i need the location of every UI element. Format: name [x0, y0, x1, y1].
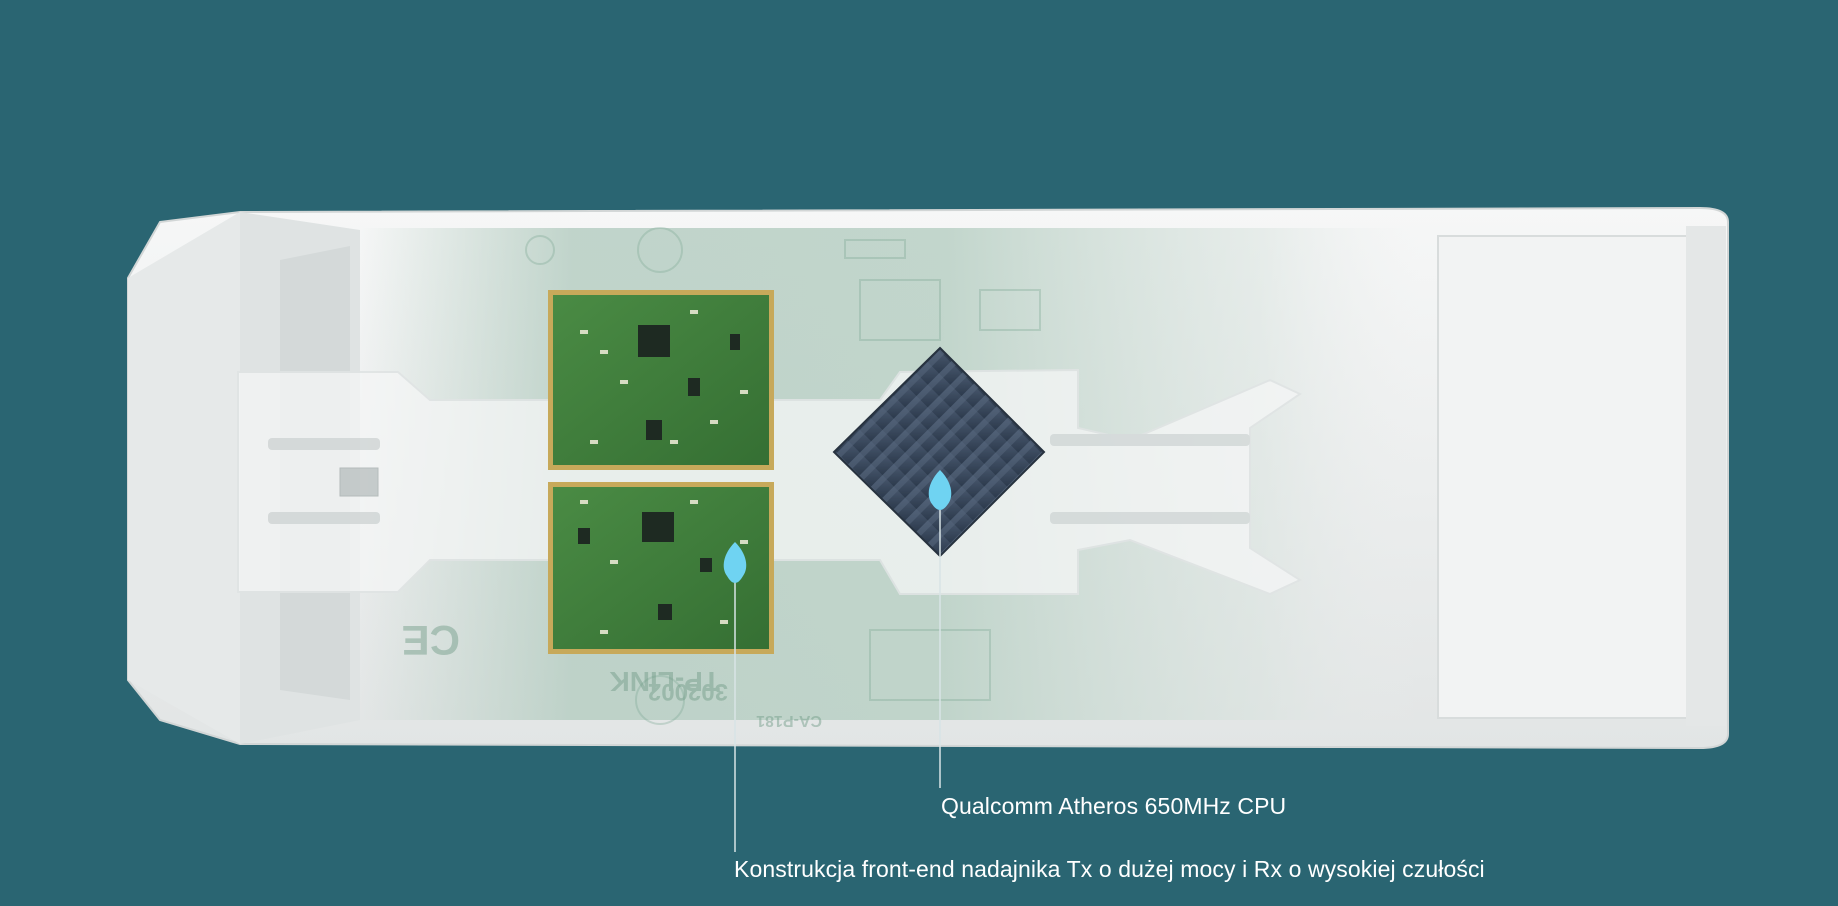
- cpu-callout-label: Qualcomm Atheros 650MHz CPU: [941, 793, 1287, 819]
- svg-text:302002: 302002: [648, 678, 728, 705]
- marker-pin-icon: [928, 470, 952, 510]
- radio-module-top: [548, 290, 774, 470]
- frontend-callout-label: Konstrukcja front-end nadajnika Tx o duż…: [734, 856, 1485, 882]
- marker-pin-icon: [723, 542, 747, 583]
- svg-text:CE: CE: [402, 617, 460, 664]
- svg-text:CA-P181: CA-P181: [756, 712, 822, 729]
- svg-text:TP-LINK: TP-LINK: [610, 666, 720, 697]
